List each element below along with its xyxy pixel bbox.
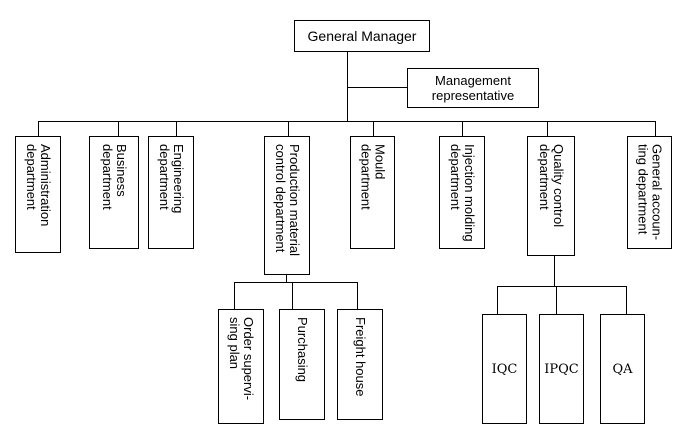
unit-qa: QA (600, 314, 645, 424)
connector-dept-2 (118, 121, 119, 137)
connector-dept-6 (462, 121, 463, 137)
dept-general-accounting: General accoun- ting department (627, 136, 672, 249)
unit-ipqc-label: IPQC (544, 361, 579, 377)
connector-dept-7 (547, 121, 548, 137)
connector-dept-4 (288, 121, 289, 137)
dept-engineering: Engineering department (148, 136, 194, 249)
connector-quality-3 (626, 286, 627, 315)
dept-business: Business department (89, 136, 139, 249)
dept-quality-control: Quality control department (527, 136, 575, 256)
dept-administration: Administration department (15, 136, 61, 253)
unit-freight-house-label: Freight house (353, 317, 368, 397)
dept-mould: Mould department (350, 136, 395, 249)
connector-production-1 (234, 282, 235, 310)
connector-gm-trunk (347, 51, 348, 122)
unit-iqc: IQC (482, 314, 527, 424)
unit-purchasing: Purchasing (279, 309, 325, 420)
connector-mr-branch (347, 87, 408, 88)
connector-production-2 (292, 282, 293, 310)
unit-freight-house: Freight house (337, 309, 383, 420)
unit-order-supervising-plan: Order supervi- sing plan (218, 309, 264, 424)
dept-production-material-control: Production material control department (264, 136, 310, 275)
unit-ipqc: IPQC (539, 314, 584, 424)
dept-business-label: Business department (100, 144, 129, 210)
dept-mould-label: Mould department (358, 144, 388, 210)
dept-administration-label: Administration department (24, 144, 53, 227)
dept-general-accounting-label: General accoun- ting department (635, 144, 665, 241)
connector-production-3 (357, 282, 358, 310)
connector-quality-2 (556, 286, 557, 315)
connector-quality-1 (497, 286, 498, 315)
connector-quality-trunk (554, 255, 555, 286)
connector-dept-1 (38, 121, 39, 137)
unit-iqc-label: IQC (491, 361, 518, 377)
connector-dept-8 (655, 121, 656, 137)
general-manager-label: General Manager (307, 28, 417, 44)
dept-injection-molding: Injection molding department (439, 136, 485, 249)
dept-injection-molding-label: Injection molding department (448, 144, 477, 242)
dept-quality-control-label: Quality control department (537, 144, 566, 228)
management-representative-box: Management representative (407, 68, 539, 108)
connector-quality-bus (497, 286, 627, 287)
dept-engineering-label: Engineering department (157, 144, 186, 214)
general-manager-box: General Manager (294, 20, 430, 52)
connector-dept-3 (176, 121, 177, 137)
dept-production-material-control-label: Production material control department (273, 144, 302, 256)
unit-qa-label: QA (612, 361, 633, 377)
unit-purchasing-label: Purchasing (295, 317, 310, 383)
connector-dept-bus (38, 121, 656, 122)
connector-production-trunk (286, 274, 287, 283)
unit-order-supervising-plan-label: Order supervi- sing plan (227, 317, 256, 401)
connector-production-bus (234, 282, 358, 283)
management-representative-label: Management representative (431, 73, 515, 103)
connector-dept-5 (373, 121, 374, 137)
